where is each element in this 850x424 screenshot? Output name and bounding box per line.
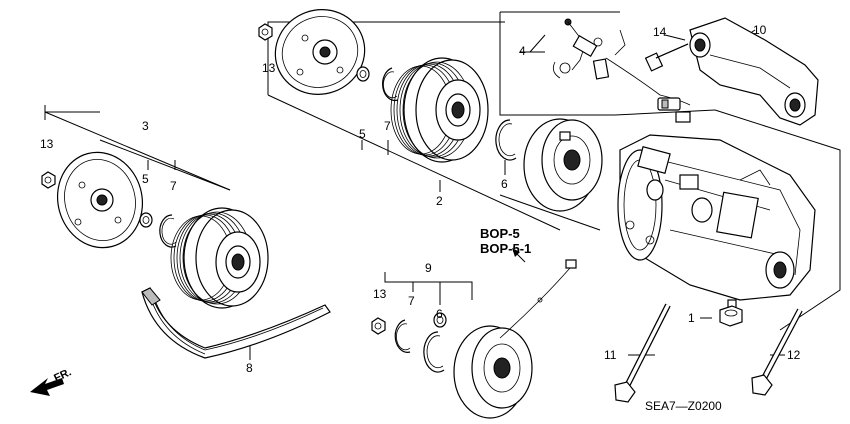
bop-ref-2: BOP-5-1 [480,241,531,256]
field-coil-top [523,118,603,212]
callout-13-top: 13 [262,61,276,75]
callout-14: 14 [653,25,667,39]
shim-left [139,212,153,228]
bop-references: BOP-5 BOP-5-1 [480,226,531,256]
callout-5-left: 5 [142,172,149,186]
callout-labels: 4 14 10 13 5 7 2 6 3 13 5 7 9 13 7 6 8 1… [40,23,801,375]
drive-belt [141,287,331,359]
callout-12: 12 [787,348,801,362]
bolt-12 [751,308,803,396]
front-direction-arrow [30,378,64,396]
nut-left [41,171,56,189]
snap-ring-bottom-7 [394,319,411,353]
snap-ring-left [159,214,177,248]
shim-top [356,66,370,82]
callout-3: 3 [142,119,149,133]
diagram-code: SEA7—Z0200 [645,399,722,413]
callout-2: 2 [436,194,443,208]
leader-lines [44,11,841,360]
callout-1: 1 [688,311,695,325]
callout-4: 4 [519,44,526,58]
shim-bottom [433,312,447,328]
compressor [617,134,816,301]
callout-13-bottom: 13 [373,287,387,301]
bracket-10 [689,17,819,126]
snap-ring-top [382,67,399,102]
clutch-plate-top [274,9,366,95]
callout-7-top: 7 [384,119,391,133]
callout-10: 10 [753,23,767,37]
nut-bottom [371,317,386,335]
nut-top [258,23,273,41]
callout-5-top: 5 [359,127,366,141]
pulley-left [170,207,269,309]
callout-7-left: 7 [170,179,177,193]
snap-ring-6-top [495,119,517,161]
bop-ref-1: BOP-5 [480,226,520,241]
front-label: FR. [52,366,73,384]
field-coil-bottom [453,259,577,419]
callout-13-left: 13 [40,137,54,151]
pulley-top [390,57,489,163]
callout-8: 8 [246,361,253,375]
callout-6-top: 6 [501,177,508,191]
callout-7-bottom: 7 [408,294,415,308]
relief-valve [719,299,743,327]
snap-ring-bottom-6 [423,331,445,373]
callout-9: 9 [425,261,432,275]
callout-11: 11 [604,348,617,362]
clutch-plate-left [56,151,144,249]
bolt-14 [644,43,689,72]
callout-6-bottom: 6 [436,307,443,321]
bolt-11 [614,303,671,403]
sensor-harness [552,18,691,123]
